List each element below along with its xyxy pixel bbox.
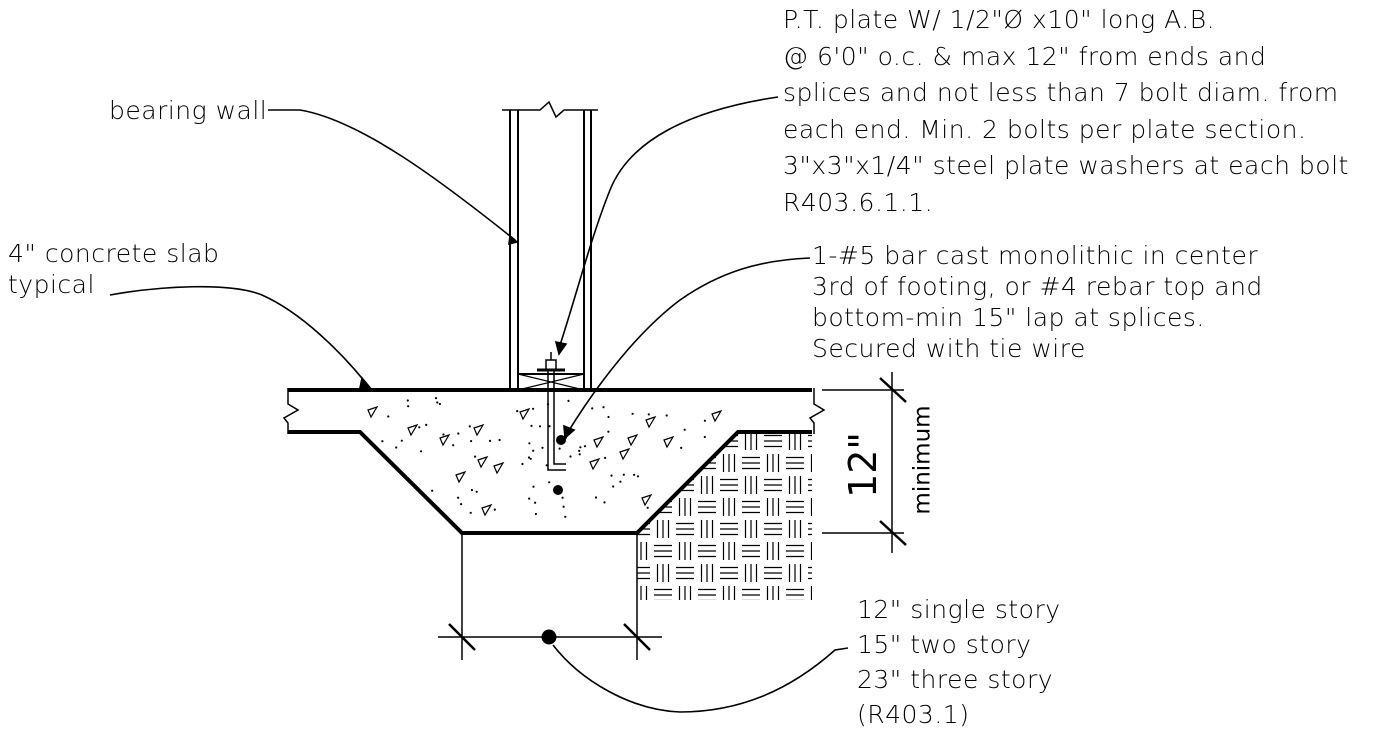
width-note-line: 12" single story [857, 595, 1061, 624]
rebar-top-dot [556, 435, 566, 445]
plate-note-line: splices and not less than 7 bolt diam. f… [783, 78, 1339, 107]
plate-note-line: P.T. plate W/ 1/2"Ø x10" long A.B. [783, 5, 1216, 34]
slab-label: 4" concrete slab typical [8, 238, 219, 300]
anchor-bolt [537, 352, 566, 471]
soil-hatch [637, 432, 812, 600]
depth-dimension [822, 372, 907, 553]
slab-label-line: typical [8, 270, 95, 299]
width-dimension [438, 535, 662, 660]
width-note-line: (R403.1) [857, 700, 970, 729]
plate-note-line: R403.6.1.1. [783, 187, 934, 217]
leader-lines [109, 96, 849, 713]
bearing-wall [502, 100, 598, 391]
slab-label-line: 4" concrete slab [8, 239, 220, 268]
depth-dimension-note: minimum [909, 405, 936, 515]
rebar-note-line: 1-#5 bar cast monolithic in center [812, 241, 1259, 270]
rebar-bottom-dot [553, 485, 563, 495]
width-note-line: 15" two story [857, 630, 1032, 659]
rebar-note: 1-#5 bar cast monolithic in center 3rd o… [812, 240, 1263, 364]
plate-note-line: each end. Min. 2 bolts per plate section… [783, 114, 1307, 144]
depth-dimension-value: 12" [840, 432, 885, 498]
rebar-note-line: bottom-min 15" lap at splices. [812, 303, 1205, 332]
width-note-line: 23" three story [857, 665, 1054, 694]
plate-note-line: @ 6'0" o.c. & max 12" from ends and [783, 41, 1267, 71]
plate-note-line: 3"x3"x1/4" steel plate washers at each b… [783, 151, 1349, 180]
rebar-note-line: Secured with tie wire [812, 334, 1086, 363]
bearing-wall-label: bearing wall [109, 96, 268, 125]
concrete-aggregate [367, 397, 723, 518]
plate-note: P.T. plate W/ 1/2"Ø x10" long A.B. @ 6'0… [783, 2, 1349, 221]
width-note: 12" single story 15" two story 23" three… [857, 592, 1061, 732]
rebar-note-line: 3rd of footing, or #4 rebar top and [812, 272, 1263, 301]
